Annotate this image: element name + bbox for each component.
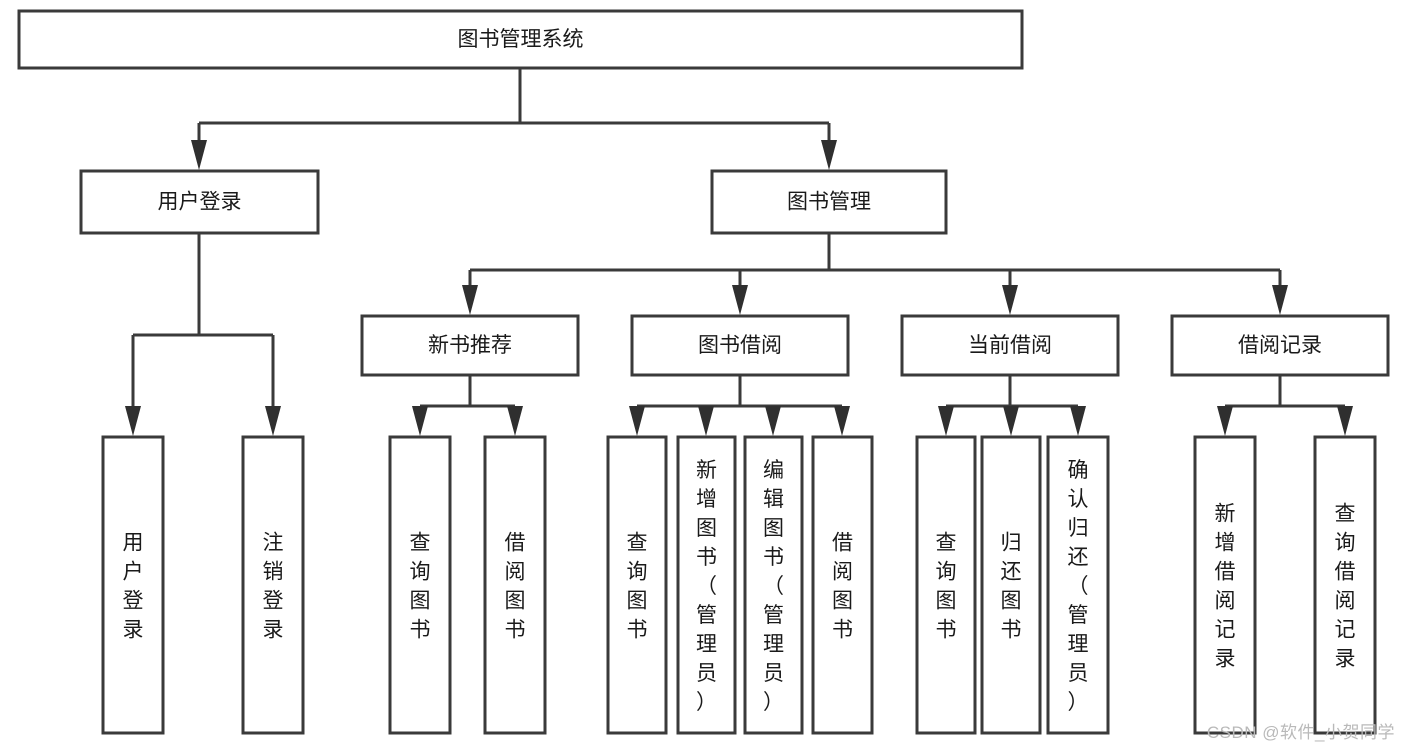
node-label: 查询图书	[410, 532, 431, 642]
arrow-head-icon	[765, 406, 781, 436]
node-box[interactable]	[606, 435, 668, 735]
node-leaf-add-borrow-record[interactable]: 新增借阅记录	[1193, 435, 1257, 735]
node-box[interactable]	[980, 435, 1042, 735]
arrow-head-icon	[821, 140, 837, 170]
connector-group-userlogin-to-leaves	[125, 233, 281, 436]
node-label: 借阅图书	[505, 532, 526, 642]
node-label: 图书借阅	[698, 334, 782, 357]
node-label: 借阅图书	[832, 532, 853, 642]
node-label: 借阅记录	[1238, 334, 1322, 357]
node-box[interactable]	[915, 435, 977, 735]
arrow-head-icon	[412, 406, 428, 436]
node-leaf-confirm-return-admin[interactable]: 确认归还（管理员）	[1046, 435, 1110, 735]
arrow-head-icon	[125, 406, 141, 436]
node-leaf-add-book-admin[interactable]: 新增图书（管理员）	[676, 435, 737, 735]
node-box[interactable]	[241, 435, 305, 735]
connector-group-current-to-leaves	[938, 375, 1086, 436]
node-leaf-edit-book-admin[interactable]: 编辑图书（管理员）	[743, 435, 804, 735]
arrow-head-icon	[732, 285, 748, 315]
node-box[interactable]	[101, 435, 165, 735]
arrow-head-icon	[834, 406, 850, 436]
node-box[interactable]	[360, 314, 580, 377]
node-leaf-query-borrow-record[interactable]: 查询借阅记录	[1313, 435, 1377, 735]
connectors-layer	[125, 68, 1353, 436]
connector-group-recommend-to-leaves	[412, 375, 523, 436]
node-label: 查询借阅记录	[1335, 503, 1356, 671]
node-book-management[interactable]: 图书管理	[710, 169, 948, 235]
node-label: 编辑图书（管理员）	[763, 459, 784, 714]
node-label: 新书推荐	[428, 334, 512, 357]
node-box[interactable]	[1193, 435, 1257, 735]
node-leaf-query-book-recommend[interactable]: 查询图书	[388, 435, 452, 735]
node-label: 查询图书	[627, 532, 648, 642]
arrow-head-icon	[1272, 285, 1288, 315]
node-box[interactable]	[388, 435, 452, 735]
watermark-label: CSDN @软件_小贺同学	[1206, 723, 1395, 742]
node-box[interactable]	[17, 9, 1024, 70]
node-label: 新增图书（管理员）	[696, 459, 717, 714]
node-box[interactable]	[811, 435, 874, 735]
node-label: 注销登录	[263, 532, 284, 642]
node-leaf-query-book-current[interactable]: 查询图书	[915, 435, 977, 735]
node-label: 图书管理系统	[458, 28, 584, 51]
arrow-head-icon	[265, 406, 281, 436]
node-box[interactable]	[900, 314, 1120, 377]
node-box[interactable]	[710, 169, 948, 235]
node-label: 查询图书	[936, 532, 957, 642]
node-box[interactable]	[743, 435, 804, 735]
node-box[interactable]	[483, 435, 547, 735]
arrow-head-icon	[698, 406, 714, 436]
node-leaf-borrow-book[interactable]: 借阅图书	[811, 435, 874, 735]
node-leaf-return-book[interactable]: 归还图书	[980, 435, 1042, 735]
node-label: 新增借阅记录	[1215, 503, 1236, 671]
node-root[interactable]: 图书管理系统	[17, 9, 1024, 70]
connector-group-bookmgmt-to-level3	[462, 233, 1288, 315]
node-box[interactable]	[79, 169, 320, 235]
arrow-head-icon	[462, 285, 478, 315]
arrow-head-icon	[1070, 406, 1086, 436]
node-user-login[interactable]: 用户登录	[79, 169, 320, 235]
node-box[interactable]	[1313, 435, 1377, 735]
node-borrow-record[interactable]: 借阅记录	[1170, 314, 1390, 377]
arrow-head-icon	[191, 140, 207, 170]
node-book-borrow[interactable]: 图书借阅	[630, 314, 850, 377]
node-current-borrow[interactable]: 当前借阅	[900, 314, 1120, 377]
node-label: 用户登录	[123, 532, 144, 642]
connector-group-root-to-level2	[191, 68, 837, 170]
node-new-book-recommend[interactable]: 新书推荐	[360, 314, 580, 377]
node-label: 归还图书	[1001, 532, 1022, 642]
node-box[interactable]	[630, 314, 850, 377]
node-leaf-user-logout[interactable]: 注销登录	[241, 435, 305, 735]
node-box[interactable]	[1170, 314, 1390, 377]
arrow-head-icon	[1337, 406, 1353, 436]
connector-group-record-to-leaves	[1217, 375, 1353, 436]
nodes-layer: 图书管理系统用户登录图书管理新书推荐图书借阅当前借阅借阅记录用户登录注销登录查询…	[17, 9, 1390, 735]
arrow-head-icon	[507, 406, 523, 436]
node-label: 图书管理	[787, 191, 871, 214]
node-leaf-user-login[interactable]: 用户登录	[101, 435, 165, 735]
arrow-head-icon	[938, 406, 954, 436]
node-label: 当前借阅	[968, 334, 1052, 357]
node-leaf-query-book-borrow[interactable]: 查询图书	[606, 435, 668, 735]
node-label: 确认归还（管理员）	[1068, 459, 1089, 714]
node-box[interactable]	[1046, 435, 1110, 735]
arrow-head-icon	[1217, 406, 1233, 436]
arrow-head-icon	[1002, 285, 1018, 315]
node-leaf-borrow-book-recommend[interactable]: 借阅图书	[483, 435, 547, 735]
arrow-head-icon	[629, 406, 645, 436]
node-box[interactable]	[676, 435, 737, 735]
connector-group-borrow-to-leaves	[629, 375, 850, 436]
node-label: 用户登录	[158, 191, 242, 214]
arrow-head-icon	[1003, 406, 1019, 436]
